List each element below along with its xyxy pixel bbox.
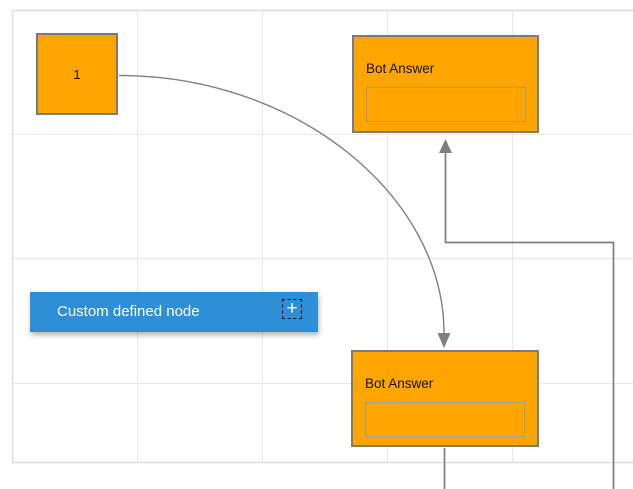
arrowhead-down-icon [437, 333, 451, 348]
curved-connector-path[interactable] [118, 74, 445, 334]
arrowhead-up-icon [439, 139, 452, 153]
node-source-label: 1 [73, 66, 81, 82]
node-text-field[interactable] [366, 87, 526, 122]
node-bot-answer-bottom[interactable]: Bot Answer [351, 350, 539, 447]
node-text-field[interactable] [365, 402, 525, 437]
node-source[interactable]: 1 [36, 33, 118, 115]
orthogonal-connector[interactable] [439, 139, 615, 489]
node-custom-defined[interactable]: Custom defined node + [30, 292, 318, 332]
canvas-border [11, 9, 633, 464]
node-title: Bot Answer [365, 376, 434, 391]
node-custom-label: Custom defined node [57, 303, 200, 320]
node-title: Bot Answer [366, 61, 435, 76]
plus-icon: + [286, 297, 298, 319]
add-button[interactable]: + [282, 299, 302, 319]
node-bot-answer-top[interactable]: Bot Answer [352, 35, 539, 133]
orthogonal-connector-path[interactable] [444, 153, 615, 489]
curved-connector[interactable] [118, 74, 451, 349]
